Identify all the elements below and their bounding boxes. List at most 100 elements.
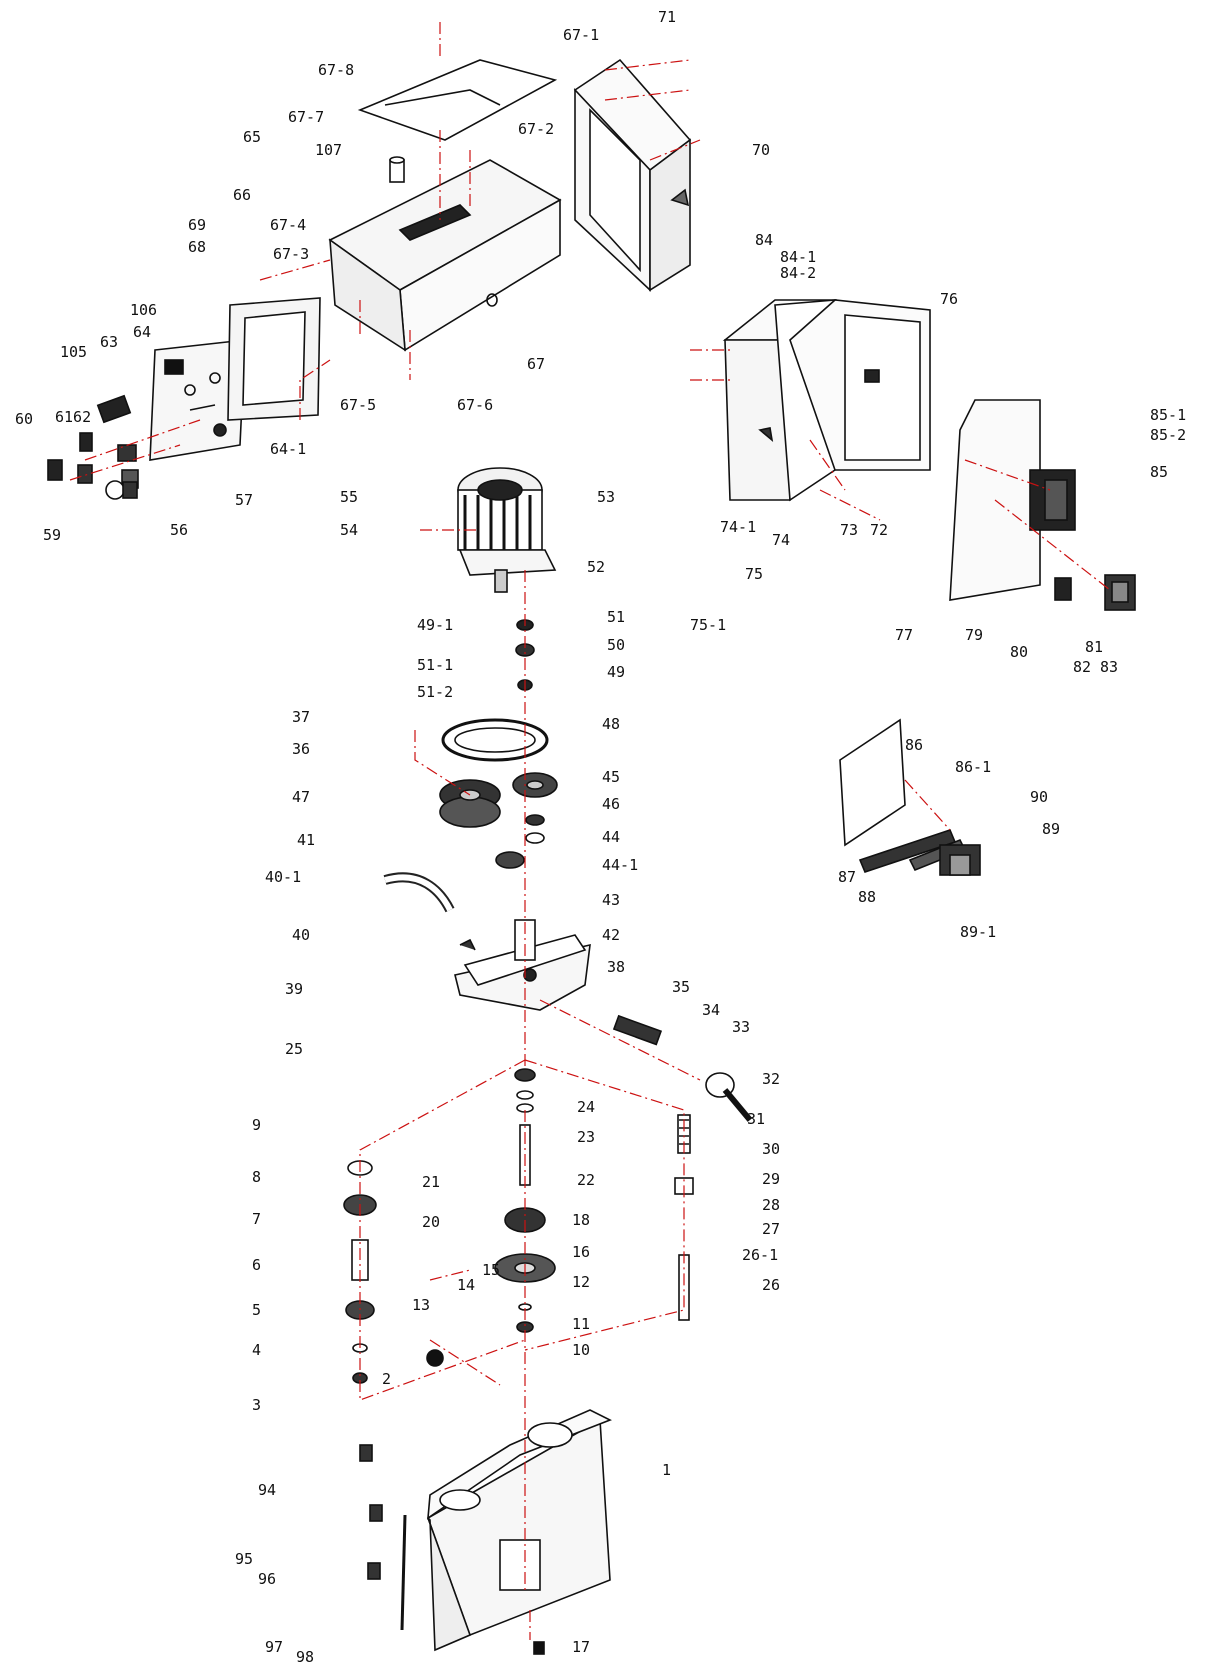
label-9: 9 — [252, 1116, 262, 1134]
label-52: 52 — [587, 558, 606, 576]
label-83: 83 — [1100, 658, 1119, 676]
label-13: 13 — [412, 1296, 431, 1314]
label-41: 41 — [297, 831, 316, 849]
label-17: 17 — [572, 1638, 591, 1656]
feed-shaft — [612, 1014, 663, 1046]
label-36: 36 — [292, 740, 311, 758]
label-98: 98 — [296, 1648, 315, 1666]
label-21: 21 — [422, 1173, 441, 1191]
label-79: 79 — [965, 626, 984, 644]
switch-cluster — [47, 394, 139, 500]
label-88: 88 — [858, 888, 877, 906]
relay-80 — [1054, 577, 1072, 601]
label-54: 54 — [340, 521, 359, 539]
label-51-1: 51-1 — [417, 656, 454, 674]
screw-17 — [533, 1641, 545, 1655]
label-106: 106 — [130, 301, 158, 319]
label-50: 50 — [607, 636, 626, 654]
label-22: 22 — [577, 1171, 596, 1189]
label-76: 76 — [940, 290, 959, 308]
label-94: 94 — [258, 1481, 277, 1499]
label-82: 82 — [1073, 658, 1092, 676]
label-25: 25 — [285, 1040, 304, 1058]
label-72: 72 — [870, 521, 889, 539]
label-67: 67 — [527, 355, 546, 373]
label-67-7: 67-7 — [288, 108, 325, 126]
label-23: 23 — [577, 1128, 596, 1146]
label-87: 87 — [838, 868, 857, 886]
label-35: 35 — [672, 978, 691, 996]
label-12: 12 — [572, 1273, 591, 1291]
label-73: 73 — [840, 521, 859, 539]
label-97: 97 — [265, 1638, 284, 1656]
label-75-1: 75-1 — [690, 616, 727, 634]
cap-107 — [389, 156, 405, 183]
label-27: 27 — [762, 1220, 781, 1238]
pulley-46 — [512, 772, 558, 798]
label-26: 26 — [762, 1276, 781, 1294]
relay-81 — [1104, 574, 1136, 611]
label-43: 43 — [602, 891, 621, 909]
label-67-1: 67-1 — [563, 26, 600, 44]
label-34: 34 — [702, 1001, 721, 1019]
top-cover-plate — [357, 59, 558, 141]
label-66: 66 — [233, 186, 252, 204]
label-49-1: 49-1 — [417, 616, 454, 634]
label-4: 4 — [252, 1341, 262, 1359]
label-84-1: 84-1 — [780, 248, 817, 266]
label-6162: 6162 — [55, 408, 92, 426]
label-84: 84 — [755, 231, 774, 249]
label-30: 30 — [762, 1140, 781, 1158]
label-90: 90 — [1030, 788, 1049, 806]
label-67-8: 67-8 — [318, 61, 355, 79]
label-74: 74 — [772, 531, 791, 549]
label-85-2: 85-2 — [1150, 426, 1187, 444]
label-85-1: 85-1 — [1150, 406, 1187, 424]
label-2: 2 — [382, 1370, 392, 1388]
label-40-1: 40-1 — [265, 868, 302, 886]
label-1: 1 — [662, 1461, 672, 1479]
terminal-block-89 — [939, 844, 981, 876]
label-32: 32 — [762, 1070, 781, 1088]
label-59: 59 — [43, 526, 62, 544]
label-49: 49 — [607, 663, 626, 681]
label-85: 85 — [1150, 463, 1169, 481]
label-16: 16 — [572, 1243, 591, 1261]
label-38: 38 — [607, 958, 626, 976]
label-15: 15 — [482, 1261, 501, 1279]
base-column — [426, 1349, 612, 1652]
label-42: 42 — [602, 926, 621, 944]
label-46: 46 — [602, 795, 621, 813]
label-40: 40 — [292, 926, 311, 944]
label-70: 70 — [752, 141, 771, 159]
label-60: 60 — [15, 410, 34, 428]
base-brackets — [359, 1444, 407, 1631]
label-81: 81 — [1085, 638, 1104, 656]
label-48: 48 — [602, 715, 621, 733]
label-67-4: 67-4 — [270, 216, 307, 234]
label-57: 57 — [235, 491, 254, 509]
label-107: 107 — [315, 141, 343, 159]
label-26-1: 26-1 — [742, 1246, 779, 1264]
label-5: 5 — [252, 1301, 262, 1319]
label-67-5: 67-5 — [340, 396, 377, 414]
label-84-2: 84-2 — [780, 264, 817, 282]
label-67-2: 67-2 — [518, 120, 555, 138]
column-cover — [573, 58, 692, 292]
label-18: 18 — [572, 1211, 591, 1229]
label-64-1: 64-1 — [270, 440, 307, 458]
label-14: 14 — [457, 1276, 476, 1294]
label-64: 64 — [133, 323, 152, 341]
hose — [383, 872, 455, 913]
label-51: 51 — [607, 608, 626, 626]
label-39: 39 — [285, 980, 304, 998]
label-10: 10 — [572, 1341, 591, 1359]
label-68: 68 — [188, 238, 207, 256]
label-63: 63 — [100, 333, 119, 351]
label-3: 3 — [252, 1396, 262, 1414]
label-65: 65 — [243, 128, 262, 146]
label-80: 80 — [1010, 643, 1029, 661]
washer-stack — [525, 814, 545, 844]
label-28: 28 — [762, 1196, 781, 1214]
label-20: 20 — [422, 1213, 441, 1231]
